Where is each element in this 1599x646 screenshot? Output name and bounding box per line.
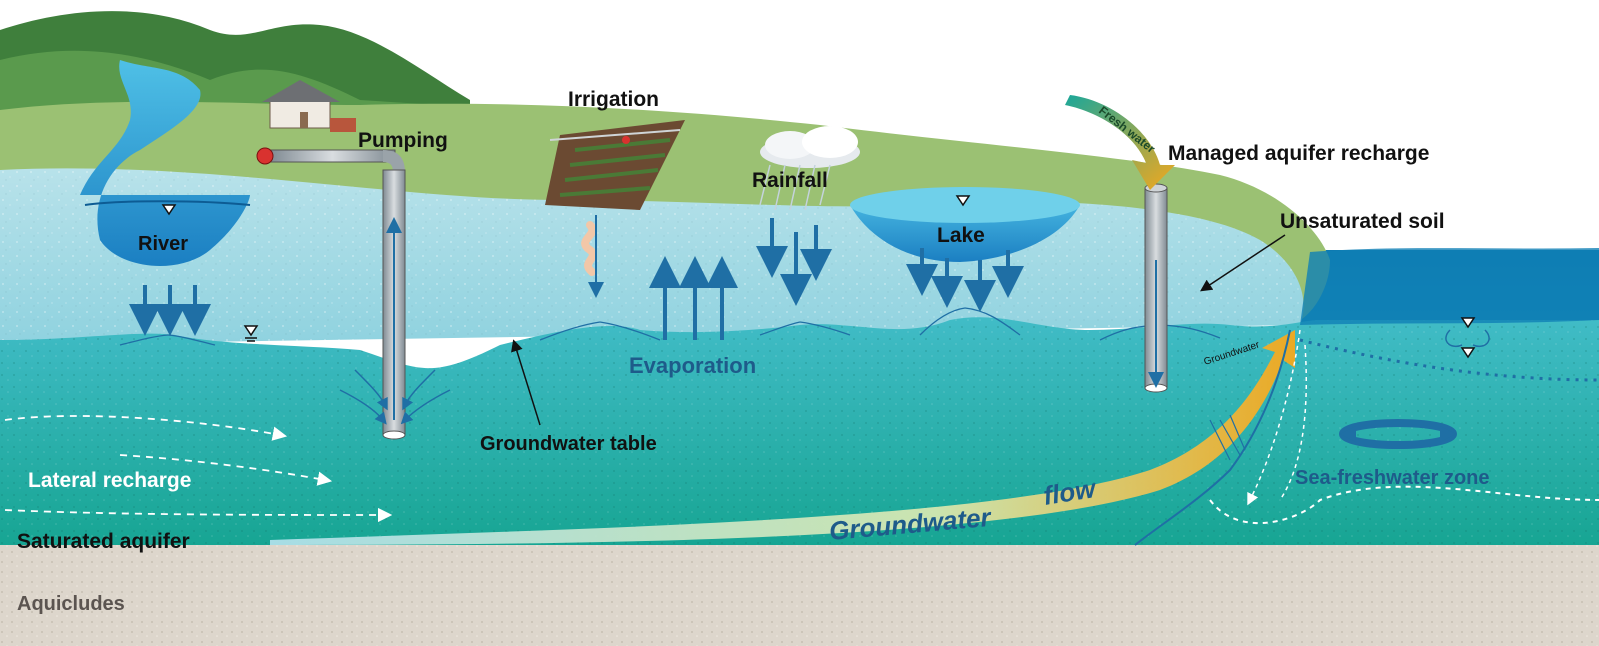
lake-label: Lake [937, 224, 985, 247]
water-level-symbol [161, 195, 1476, 359]
evaporation-arrows [649, 256, 738, 340]
aquicludes-label: Aquicludes [17, 593, 125, 615]
rainfall-arrows [756, 218, 832, 306]
lateral-recharge-arrows [4, 415, 393, 523]
pumping-label: Pumping [358, 129, 448, 152]
unsaturated-soil-pointer [1199, 234, 1286, 292]
river-recharge-arrows [129, 285, 211, 336]
sea-surface [1300, 248, 1599, 325]
sea-freshwater-boundary [1299, 338, 1599, 382]
lake-recharge-arrows [906, 248, 1024, 312]
lateral-recharge-label: Lateral recharge [28, 469, 191, 492]
small-circulation-icon [1445, 329, 1490, 347]
irrigation-field-icon [545, 120, 685, 210]
fresh-water-arrow [1065, 95, 1175, 190]
unsaturated-soil-label: Unsaturated soil [1280, 210, 1445, 233]
irrigation-label: Irrigation [568, 88, 659, 111]
saturated-aquifer-label: Saturated aquifer [17, 530, 190, 553]
sea-freshwater-zone-label: Sea-freshwater zone [1295, 467, 1490, 489]
house-icon [262, 80, 356, 132]
coastal-discharge-arrows [1134, 329, 1308, 546]
river-label: River [138, 233, 188, 255]
groundwater-table-label: Groundwater table [480, 433, 657, 455]
river-water [80, 60, 250, 267]
irrigation-root-icon [581, 215, 604, 298]
pumping-drawdown-arrows [339, 369, 451, 425]
rain-cloud-icon [759, 126, 860, 211]
recharge-well [1144, 183, 1168, 393]
circulation-arrows-icon [1339, 419, 1457, 449]
evaporation-label: Evaporation [629, 353, 756, 378]
groundwater-table-pointer [511, 339, 541, 426]
pumping-pipe [256, 147, 406, 440]
managed-recharge-label: Managed aquifer recharge [1168, 142, 1429, 165]
rainfall-label: Rainfall [752, 169, 828, 192]
